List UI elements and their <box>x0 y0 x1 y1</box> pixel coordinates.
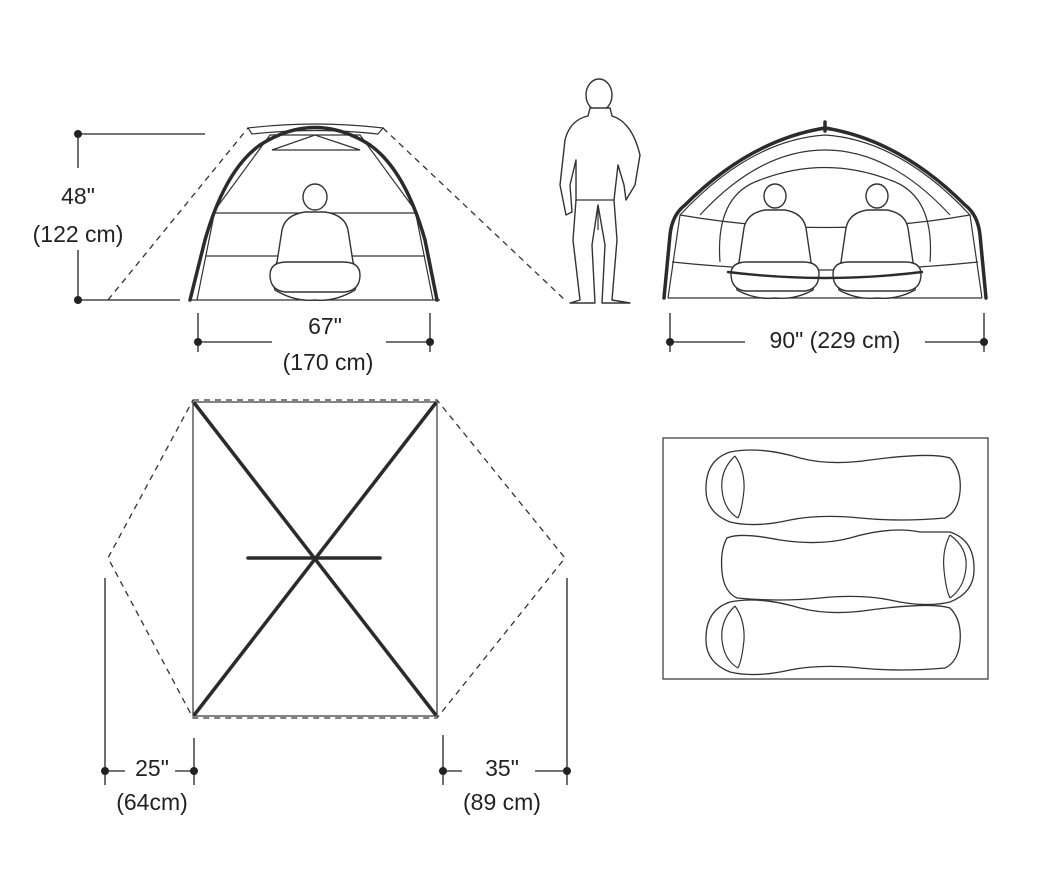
front-vent <box>271 134 361 151</box>
side-seam-upper <box>679 214 971 229</box>
side-visible-pole-segment <box>726 270 924 280</box>
top-view <box>107 399 566 719</box>
vestibule-right-imperial-label: 35" <box>485 755 519 781</box>
width-dimension: 67" (170 cm) <box>194 313 434 375</box>
side-inner-line <box>699 149 951 216</box>
seated-person-icon <box>269 183 361 301</box>
top-tent-floor <box>192 401 438 717</box>
vestibule-left-imperial-label: 25" <box>135 755 169 781</box>
sleeping-bag-icon <box>705 449 961 526</box>
height-imperial-label: 48" <box>61 183 95 209</box>
sleeping-bag-layout <box>662 437 989 680</box>
seated-person-icon <box>832 183 922 300</box>
top-fly-outline <box>107 399 566 719</box>
height-dimension: 48" (122 cm) <box>33 130 205 304</box>
side-door-outline <box>718 166 932 263</box>
side-tent-body <box>667 134 983 299</box>
vestibule-right-dimension: 35" (89 cm) <box>439 578 571 815</box>
sleeping-bag-icon <box>705 599 961 676</box>
sleeping-bag-icon <box>720 529 975 606</box>
vestibule-left-dimension: 25" (64cm) <box>101 578 198 815</box>
width-metric-label: (170 cm) <box>283 349 374 375</box>
front-pole <box>188 125 439 302</box>
side-seam-lower <box>671 261 979 271</box>
front-fly-outline <box>107 127 566 301</box>
vestibule-left-metric-label: (64cm) <box>116 789 188 815</box>
side-pole <box>662 126 988 300</box>
sleeping-area-outline <box>662 437 989 680</box>
side-view <box>662 120 988 300</box>
height-metric-label: (122 cm) <box>33 221 124 247</box>
width-imperial-label: 67" <box>308 313 342 339</box>
standing-person-icon <box>559 78 641 304</box>
length-dimension: 90" (229 cm) <box>666 313 988 353</box>
front-view <box>107 123 566 302</box>
length-label: 90" (229 cm) <box>770 327 901 353</box>
seated-person-icon <box>730 183 820 300</box>
vestibule-right-metric-label: (89 cm) <box>463 789 541 815</box>
